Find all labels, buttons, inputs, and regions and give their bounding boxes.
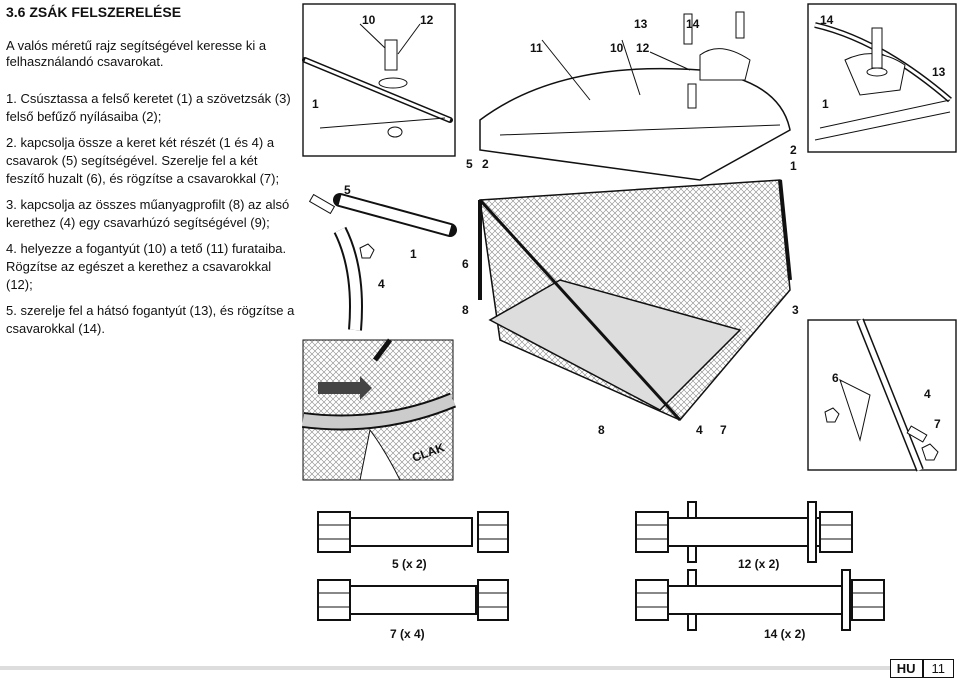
label-top-center-5: 5	[466, 157, 473, 171]
label-top-right-2: 1	[822, 97, 829, 111]
label-top-left-4: 4	[378, 277, 385, 291]
bolt-5-label: 5 (x 2)	[392, 557, 427, 571]
panel-rear-handle-detail	[807, 3, 957, 153]
steps-list: 1. Csúsztassa a felső keretet (1) a szöv…	[6, 90, 296, 346]
panel-handle-detail	[302, 3, 456, 157]
label-top-center-6: 2	[482, 157, 489, 171]
bolt-7-label: 7 (x 4)	[390, 627, 425, 641]
label-top-center-7: 6	[462, 257, 469, 271]
label-top-center-8: 8	[462, 303, 469, 317]
step-5: 5. szerelje fel a hátsó fogantyút (13), …	[6, 303, 295, 336]
step-3: 3. kapcsolja az összes műanyagprofilt (8…	[6, 197, 290, 230]
step-1: 1. Csúsztassa a felső keretet (1) a szöv…	[6, 91, 291, 124]
footer-rule	[0, 666, 890, 670]
bolt-5	[317, 511, 509, 553]
label-bottom-right-1: 4	[924, 387, 931, 401]
page-number: 11	[922, 659, 954, 678]
label-bottom-right-4: 4	[696, 423, 703, 437]
bolt-14-label: 14 (x 2)	[764, 627, 805, 641]
label-top-center-2: 11	[530, 41, 543, 55]
tension-wire-detail	[807, 318, 957, 472]
intro-text: A valós méretű rajz segítségével keresse…	[6, 38, 267, 69]
step-2: 2. kapcsolja össze a keret két részét (1…	[6, 135, 280, 186]
label-top-center-4: 12	[636, 41, 650, 55]
label-top-right-3: 2	[790, 143, 797, 157]
label-top-left-3: 5	[344, 183, 351, 197]
profile-clip-detail	[301, 338, 457, 481]
section-title: 3.6 ZSÁK FELSZERELÉSE	[6, 4, 182, 20]
label-bottom-right-2: 7	[934, 417, 941, 431]
label-bottom-right-0: 6	[832, 371, 839, 385]
label-top-right-1: 13	[932, 65, 946, 79]
bolt-12-label: 12 (x 2)	[738, 557, 779, 571]
label-top-center-0: 13	[634, 17, 648, 31]
label-bottom-right-5: 7	[720, 423, 727, 437]
step-4: 4. helyezze a fogantyút (10) a tető (11)…	[6, 241, 287, 292]
label-top-left-0: 10	[362, 13, 376, 27]
label-top-right-4: 1	[790, 159, 797, 173]
label-top-center-1: 14	[686, 17, 700, 31]
label-top-left-1: 12	[420, 13, 434, 27]
frame-join-detail	[308, 193, 457, 331]
label-top-right-5: 3	[792, 303, 799, 317]
bolt-12	[635, 501, 853, 563]
page-footer: HU 11	[889, 659, 954, 678]
language-badge: HU	[889, 659, 923, 678]
label-top-right-0: 14	[820, 13, 834, 27]
label-top-left-2: 1	[312, 97, 319, 111]
bolt-14	[635, 569, 885, 631]
grass-bag-drawing	[478, 11, 792, 422]
label-top-center-3: 10	[610, 41, 624, 55]
label-bottom-right-3: 8	[598, 423, 605, 437]
bolt-7	[317, 579, 509, 621]
label-top-left-5: 1	[410, 247, 417, 261]
